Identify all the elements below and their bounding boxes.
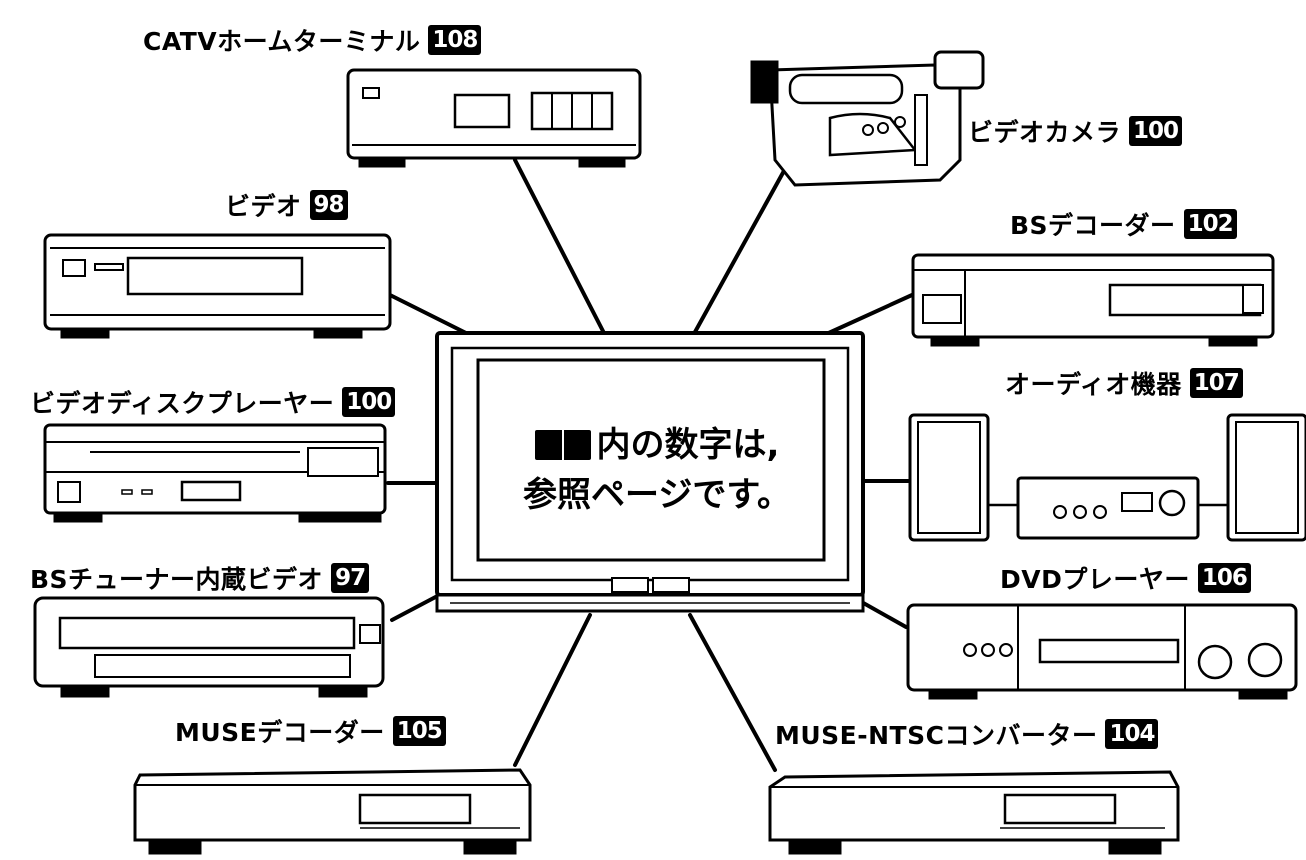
tv-screen-note: 内の数字は, 参照ページです。 <box>478 420 836 520</box>
page-badge-bs-decoder: 102 <box>1183 209 1237 239</box>
label-bs-video: BSチューナー内蔵ビデオ 97 <box>30 560 370 596</box>
line-bs-decoder <box>820 293 914 338</box>
line-catv <box>513 158 607 337</box>
label-video-text: ビデオ <box>225 192 302 221</box>
muse-decoder-illustration <box>133 768 532 855</box>
label-muse-ntsc: MUSE-NTSCコンバーター 104 <box>775 716 1159 752</box>
label-catv: CATVホームターミナル 108 <box>143 22 482 58</box>
video-deck-illustration <box>43 233 392 339</box>
label-videodisc: ビデオディスクプレーヤー 100 <box>30 384 396 420</box>
label-bs-decoder-text: BSデコーダー <box>1010 211 1176 240</box>
label-catv-text: CATVホームターミナル <box>143 27 421 56</box>
page-badge-dvd: 106 <box>1197 563 1251 593</box>
label-muse-decoder: MUSEデコーダー 105 <box>175 713 446 749</box>
page-badge-video: 98 <box>309 190 348 220</box>
page-badge-videodisc: 100 <box>342 387 396 417</box>
line-muse-ntsc <box>688 613 777 772</box>
page-badge-catv: 108 <box>428 25 482 55</box>
bs-tuner-video-illustration <box>33 596 385 698</box>
label-video-camera: ビデオカメラ 100 <box>968 113 1183 149</box>
screen-note-line2: 参照ページです。 <box>523 475 791 515</box>
label-muse-decoder-text: MUSEデコーダー <box>175 718 385 747</box>
label-audio: オーディオ機器 107 <box>1005 365 1243 401</box>
line-dvd <box>856 598 908 629</box>
page-badge-bs-video: 97 <box>331 563 370 593</box>
page-badge-muse-ntsc: 104 <box>1105 719 1159 749</box>
label-video-camera-text: ビデオカメラ <box>968 118 1122 147</box>
label-video: ビデオ 98 <box>225 187 348 223</box>
videodisc-player-illustration <box>43 423 387 523</box>
page-badge-muse-decoder: 105 <box>392 716 446 746</box>
label-dvd-text: DVDプレーヤー <box>1000 565 1190 594</box>
label-muse-ntsc-text: MUSE-NTSCコンバーター <box>775 721 1098 750</box>
bs-decoder-illustration <box>911 253 1275 347</box>
television <box>435 331 865 613</box>
page-badge-video-camera: 100 <box>1129 116 1183 146</box>
label-dvd: DVDプレーヤー 106 <box>1000 560 1251 596</box>
page-badge-audio: 107 <box>1189 368 1243 398</box>
label-videodisc-text: ビデオディスクプレーヤー <box>30 389 335 418</box>
label-bs-decoder: BSデコーダー 102 <box>1010 206 1237 242</box>
book-icon <box>534 430 591 460</box>
label-bs-video-text: BSチューナー内蔵ビデオ <box>30 565 324 594</box>
screen-note-line1: 内の数字は, <box>596 425 780 465</box>
connection-lines <box>386 158 914 772</box>
audio-system-illustration <box>908 413 1306 542</box>
video-camera-illustration <box>750 50 985 187</box>
line-video-camera <box>693 158 792 334</box>
muse-ntsc-converter-illustration <box>768 770 1180 855</box>
catv-terminal-illustration <box>346 68 642 168</box>
line-muse-decoder <box>513 613 592 767</box>
dvd-player-illustration <box>906 603 1298 700</box>
label-audio-text: オーディオ機器 <box>1005 370 1182 399</box>
